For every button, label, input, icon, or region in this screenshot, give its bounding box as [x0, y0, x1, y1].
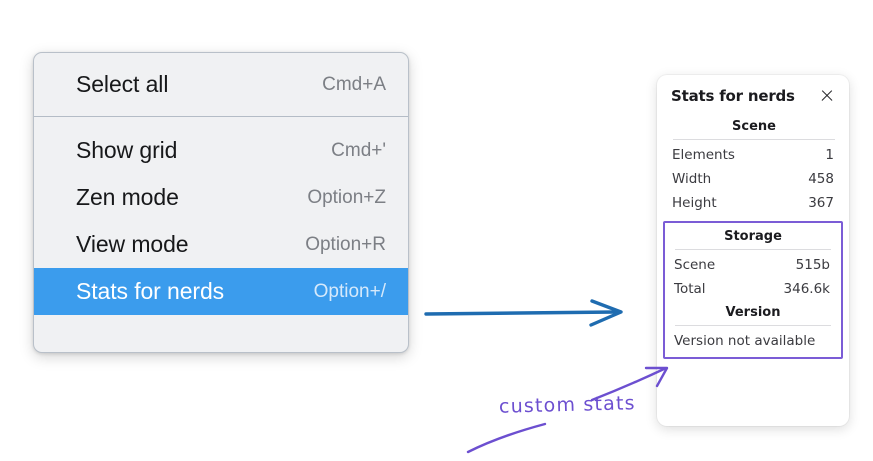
- menu-item-shortcut: Cmd+A: [322, 73, 386, 95]
- version-not-available-text: Version not available: [674, 333, 816, 349]
- menu-item-label: Stats for nerds: [76, 278, 225, 304]
- menu-group-1: Select all Cmd+A: [34, 53, 408, 116]
- annotation-label-custom-stats: custom stats: [498, 392, 637, 418]
- context-menu[interactable]: Select all Cmd+A Show grid Cmd+' Zen mod…: [33, 52, 409, 353]
- custom-stats-highlight-box: Storage Scene 515b Total 346.6k Version …: [663, 221, 843, 359]
- stats-section-version: Version Version not available: [673, 301, 833, 351]
- stats-section-storage: Storage Scene 515b Total 346.6k: [673, 225, 833, 301]
- menu-group-2: Show grid Cmd+' Zen mode Option+Z View m…: [34, 117, 408, 315]
- menu-item-shortcut: Option+/: [313, 280, 386, 302]
- stat-row-elements: Elements 1: [671, 143, 837, 167]
- menu-item-label: Zen mode: [76, 184, 179, 210]
- stat-value: 1: [825, 147, 834, 163]
- menu-item-label: Show grid: [76, 137, 178, 163]
- purple-underline-stroke: [466, 422, 547, 454]
- section-heading-storage: Storage: [724, 229, 782, 244]
- stat-key: Total: [674, 281, 706, 297]
- menu-item-shortcut: Option+R: [305, 233, 386, 255]
- stats-section-scene: Scene Elements 1 Width 458 Height 367: [671, 115, 837, 215]
- menu-item-stats-for-nerds[interactable]: Stats for nerds Option+/: [34, 268, 408, 315]
- section-rule: [675, 325, 831, 326]
- stats-for-nerds-panel[interactable]: Stats for nerds Scene Elements 1 Width 4…: [657, 75, 849, 426]
- section-rule: [673, 139, 835, 140]
- menu-item-label: Select all: [76, 71, 169, 97]
- menu-item-select-all[interactable]: Select all Cmd+A: [34, 61, 408, 108]
- menu-item-view-mode[interactable]: View mode Option+R: [34, 221, 408, 268]
- section-heading-version: Version: [725, 305, 781, 320]
- menu-item-shortcut: Cmd+': [331, 139, 386, 161]
- menu-divider: [34, 116, 408, 117]
- menu-item-label: View mode: [76, 231, 189, 257]
- stat-row-height: Height 367: [671, 191, 837, 215]
- section-heading-scene: Scene: [732, 119, 776, 134]
- stat-value: 458: [808, 171, 834, 187]
- stats-panel-header: Stats for nerds: [671, 87, 837, 105]
- menu-footer-spacer: [34, 315, 408, 331]
- menu-item-show-grid[interactable]: Show grid Cmd+': [34, 127, 408, 174]
- close-icon[interactable]: [819, 88, 835, 104]
- stat-key: Width: [672, 171, 712, 187]
- stat-value: 367: [808, 195, 834, 211]
- stat-row-width: Width 458: [671, 167, 837, 191]
- stat-key: Scene: [674, 257, 716, 273]
- menu-item-zen-mode[interactable]: Zen mode Option+Z: [34, 174, 408, 221]
- stat-value: 515b: [795, 257, 830, 273]
- stats-panel-title: Stats for nerds: [671, 87, 795, 105]
- stat-row-storage-scene: Scene 515b: [673, 253, 833, 277]
- stat-key: Height: [672, 195, 717, 211]
- stat-key: Elements: [672, 147, 735, 163]
- section-rule: [675, 249, 831, 250]
- stat-value: 346.6k: [783, 281, 830, 297]
- menu-item-shortcut: Option+Z: [307, 186, 386, 208]
- blue-arrow: [424, 299, 623, 327]
- stat-row-storage-total: Total 346.6k: [673, 277, 833, 301]
